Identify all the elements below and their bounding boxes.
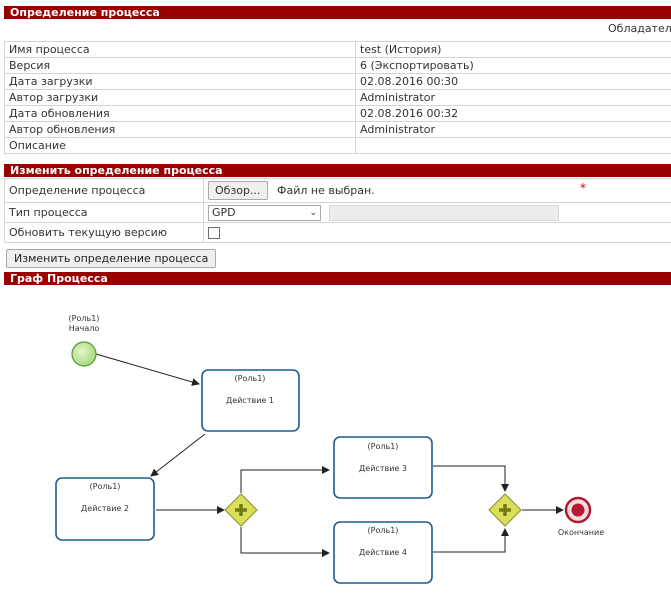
change-definition-form: Определение процесса Обзор... Файл не вы… (4, 178, 671, 243)
flow-arrow (150, 433, 206, 477)
task-box[interactable]: (Роль1) Действие 2 (55, 477, 155, 541)
property-value: 02.08.2016 00:30 (355, 73, 671, 90)
table-row: Автор загрузки Administrator (4, 89, 671, 106)
select-value: GPD (212, 205, 236, 219)
table-row: Имя процесса test (История) (4, 41, 671, 58)
table-row: Обновить текущую версию (4, 222, 671, 243)
property-value: Administrator (355, 89, 671, 106)
end-dot-icon (571, 503, 585, 517)
flow-arrow (95, 353, 200, 386)
property-label: Автор загрузки (4, 89, 356, 106)
update-version-checkbox[interactable] (208, 227, 220, 239)
task-role: (Роль1) (235, 374, 266, 383)
task-box[interactable]: (Роль1) Действие 4 (333, 521, 433, 584)
section-title: Граф Процесса (10, 272, 108, 285)
process-graph: (Роль1) Начало (Роль1) Действие 1 (Роль1… (55, 314, 604, 584)
file-cell: Обзор... Файл не выбран. * (203, 178, 671, 203)
start-event[interactable]: (Роль1) Начало (69, 314, 100, 367)
table-row: Дата обновления 02.08.2016 00:32 (4, 105, 671, 122)
property-value: 6 (Экспортировать) (355, 57, 671, 74)
table-row: Автор обновления Administrator (4, 121, 671, 138)
chevron-down-icon: ⌄ (309, 207, 317, 218)
property-value (355, 137, 671, 154)
property-label: Дата загрузки (4, 73, 356, 90)
flow-arrow (433, 465, 509, 492)
table-row: Определение процесса Обзор... Файл не вы… (4, 178, 671, 203)
property-label: Описание (4, 137, 356, 154)
parallel-gateway-icon[interactable] (488, 493, 522, 527)
task-role: (Роль1) (90, 482, 121, 491)
parallel-gateway-icon[interactable] (224, 493, 258, 527)
flow-arrow (240, 527, 330, 557)
task-label: Действие 4 (359, 548, 407, 557)
process-type-label: Тип процесса (4, 202, 204, 223)
process-type-select[interactable]: GPD ⌄ (208, 204, 321, 221)
section-title: Изменить определение процесса (10, 164, 223, 177)
task-role: (Роль1) (368, 442, 399, 451)
task-role: (Роль1) (368, 526, 399, 535)
table-row: Описание (4, 137, 671, 154)
required-mark: * (580, 181, 586, 195)
update-version-label: Обновить текущую версию (4, 222, 204, 243)
no-file-text: Файл не выбран. (277, 184, 375, 197)
browse-button[interactable]: Обзор... (208, 181, 268, 200)
owners-link[interactable]: Обладатели п (608, 22, 671, 35)
section-title: Определение процесса (10, 6, 160, 19)
property-value: Administrator (355, 121, 671, 138)
flow-arrow (433, 528, 509, 553)
task-label: Действие 2 (81, 504, 129, 513)
start-circle-icon (71, 341, 97, 367)
graph-section-header: Граф Процесса (4, 272, 671, 285)
connectors (95, 353, 564, 557)
type-cell: GPD ⌄ (203, 202, 671, 223)
start-label: Начало (69, 324, 100, 333)
change-definition-button[interactable]: Изменить определение процесса (6, 249, 217, 268)
table-row: Дата загрузки 02.08.2016 00:30 (4, 73, 671, 90)
end-event[interactable]: Окончание (558, 496, 604, 537)
definition-label: Определение процесса (4, 178, 204, 203)
task-label: Действие 3 (359, 464, 407, 473)
definition-section-header: Определение процесса (4, 6, 671, 19)
flow-arrow (240, 466, 330, 493)
property-label: Дата обновления (4, 105, 356, 122)
table-row: Версия 6 (Экспортировать) (4, 57, 671, 74)
end-label: Окончание (558, 528, 604, 537)
task-box[interactable]: (Роль1) Действие 1 (201, 369, 300, 432)
task-label: Действие 1 (226, 396, 274, 405)
property-value: 02.08.2016 00:32 (355, 105, 671, 122)
property-value: test (История) (355, 41, 671, 58)
property-label: Имя процесса (4, 41, 356, 58)
property-label: Автор обновления (4, 121, 356, 138)
change-section-header: Изменить определение процесса (4, 164, 671, 177)
process-properties-table: Имя процесса test (История) Версия 6 (Эк… (4, 41, 671, 154)
table-row: Тип процесса GPD ⌄ (4, 202, 671, 223)
task-box[interactable]: (Роль1) Действие 3 (333, 436, 433, 499)
start-role: (Роль1) (69, 314, 100, 323)
property-label: Версия (4, 57, 356, 74)
checkbox-cell (203, 222, 671, 243)
process-type-extra-input (328, 204, 559, 221)
